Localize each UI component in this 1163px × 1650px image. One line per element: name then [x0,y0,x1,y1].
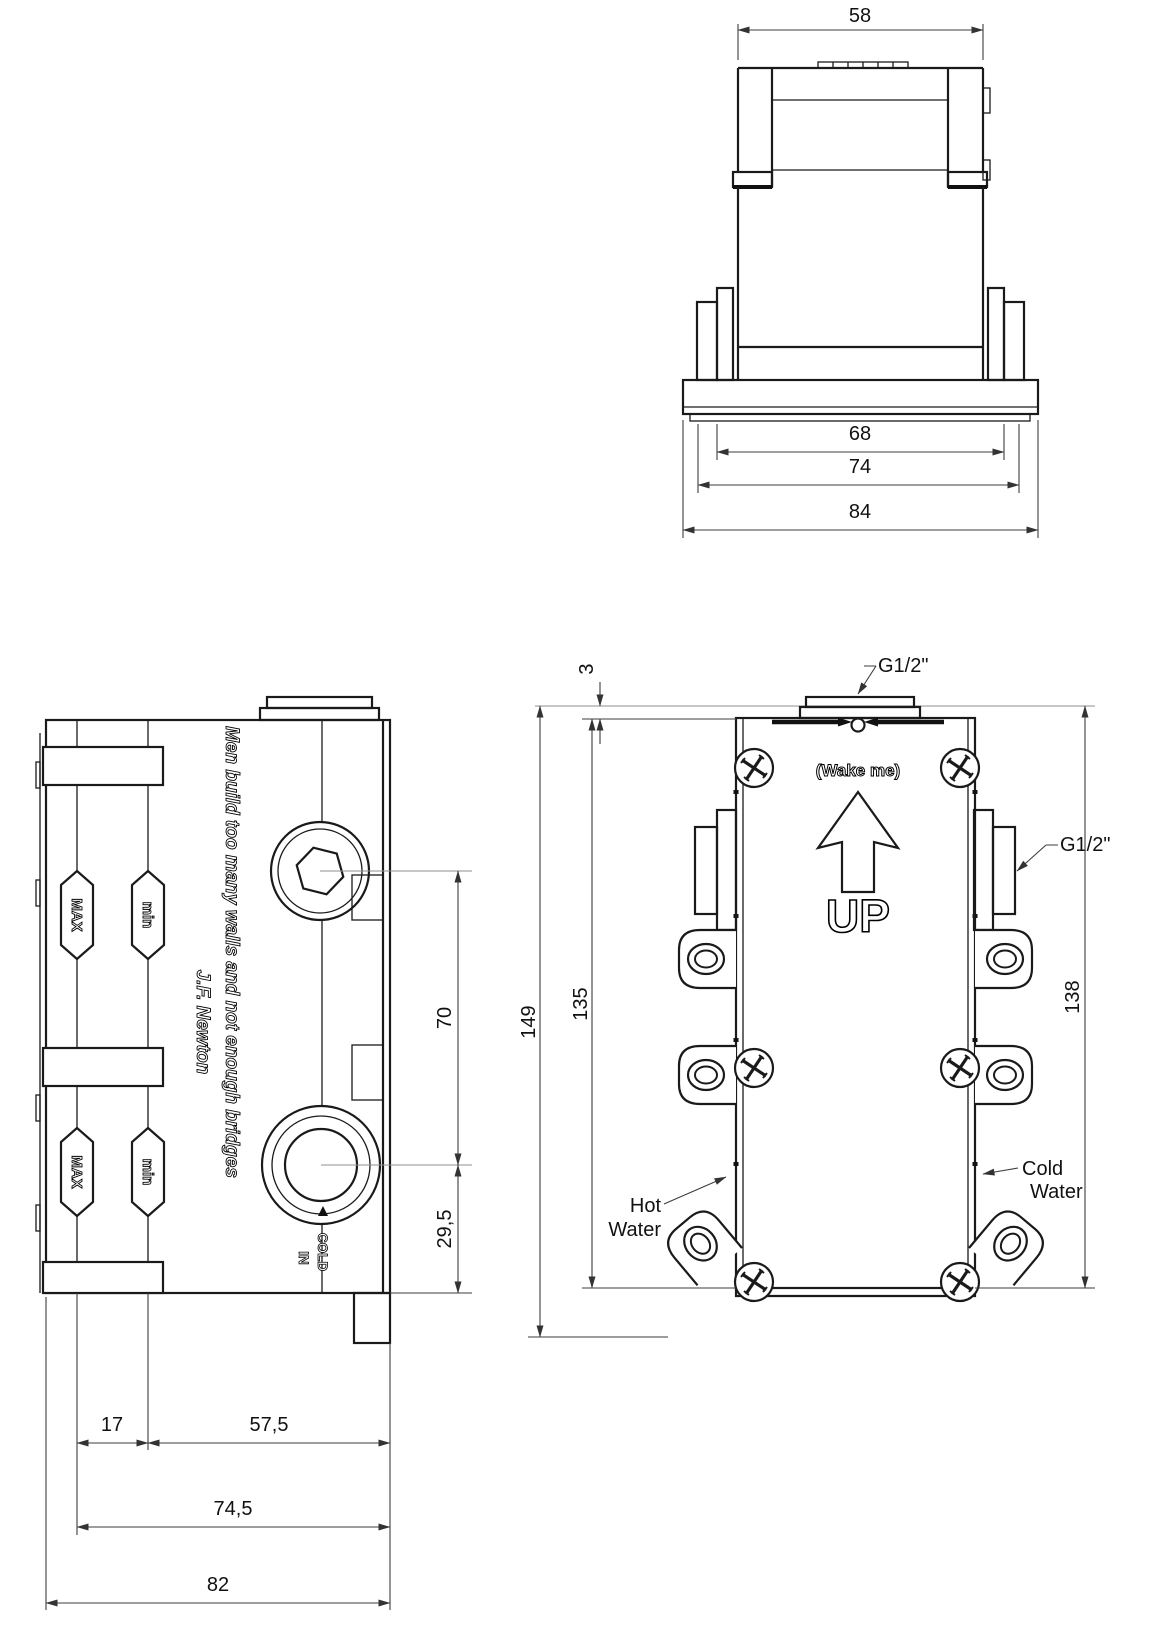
front-view: (Wake me) UP G1/2" G1/2" Hot Water Cold [518,655,1110,1338]
dim-149: 149 [518,1005,540,1038]
side-body [44,718,392,1295]
dim-74-5: 74,5 [214,1498,253,1520]
clamp-bar [41,1260,165,1295]
top-fitting-side [265,695,374,710]
dim-17: 17 [101,1414,123,1436]
plaster-guard-tail [352,1291,392,1345]
hot-water-label: Water [608,1219,661,1241]
max-tag [59,1126,95,1218]
cold-engraving: COLD [315,1233,330,1271]
engraved-author: J.F. Newton [192,970,213,1075]
dim-29-5: 29,5 [434,1210,456,1249]
dim-57-5: 57,5 [250,1414,289,1436]
dim-138: 138 [1062,980,1084,1013]
max-label: MAX [68,898,85,931]
left-port-top [695,300,719,382]
cold-water-label: Cold [1022,1158,1063,1180]
dim-68: 68 [849,423,871,445]
right-port-top [1002,300,1026,382]
dim-3: 3 [576,663,598,674]
right-flange-foot [946,170,989,189]
wake-me-label: (Wake me) [816,761,900,780]
up-arrow-icon [815,790,901,894]
engraved-quote: Men build too many walls and not enough … [221,726,242,1178]
dim-74: 74 [849,456,871,478]
hot-port [693,825,719,916]
alignment-arrow-icon [838,717,852,727]
alignment-hole [850,717,866,733]
cold-arrow-icon [318,1206,328,1216]
dim-135: 135 [570,987,592,1020]
min-label: min [139,902,156,929]
in-engraving: IN [296,1251,311,1265]
dim-58: 58 [849,5,871,27]
min-label: min [139,1159,156,1186]
plate-lip [689,413,1031,422]
min-tag [130,869,166,961]
up-label: UP [826,890,890,942]
base-plate [681,378,1040,416]
max-label: MAX [68,1155,85,1188]
alignment-arrow-icon [864,717,878,727]
dim-70: 70 [434,1007,456,1029]
max-tag [59,869,95,961]
left-flange-foot [731,170,774,189]
dim-82: 82 [207,1574,229,1596]
side-view: MAX min MAX min Men build too many walls… [35,695,472,1610]
clamp-bar [41,1046,165,1088]
min-tag [130,1126,166,1218]
cold-port [991,825,1017,916]
hot-water-label: Hot [630,1195,662,1217]
thread-top-label: G1/2" [878,655,928,677]
hex-socket [295,846,345,896]
dim-84: 84 [849,501,871,523]
top-view: 58 68 74 84 [681,5,1040,538]
cold-water-label: Water [1030,1181,1083,1203]
clamp-bar [41,745,165,787]
